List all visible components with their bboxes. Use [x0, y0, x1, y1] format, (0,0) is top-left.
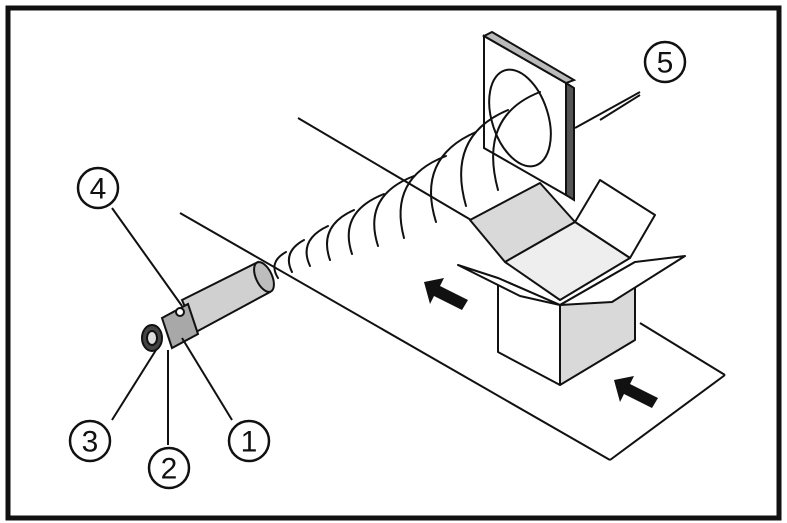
callout-1: 1 — [227, 419, 271, 463]
callout-3: 3 — [68, 419, 112, 463]
conveyor-belt — [179, 117, 726, 461]
callout-label: 3 — [82, 426, 99, 459]
callout-label: 1 — [241, 426, 258, 459]
arrow-icon — [614, 376, 658, 408]
conveyor-arrows — [424, 278, 658, 408]
ultrasonic-waves — [273, 91, 541, 279]
arrow-icon — [424, 278, 468, 310]
ultrasonic-sensor — [141, 260, 275, 352]
callout-5: 5 — [643, 40, 687, 84]
reflector-plate — [481, 30, 577, 202]
callout-4: 4 — [76, 166, 120, 210]
callout-2: 2 — [147, 446, 191, 490]
callout-label: 2 — [161, 453, 178, 486]
diagram-frame — [5, 5, 782, 521]
callout-label: 4 — [90, 173, 107, 206]
leader-lines — [111, 91, 641, 445]
cardboard-box — [457, 179, 686, 386]
led-indicator — [175, 307, 185, 317]
callout-label: 5 — [657, 47, 674, 80]
